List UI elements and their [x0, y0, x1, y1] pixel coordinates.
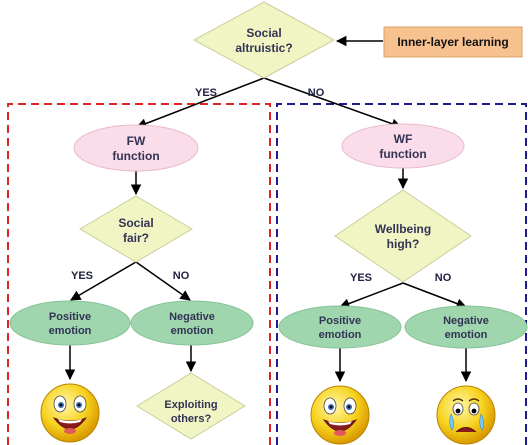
right-negative-emotion-line2: emotion [445, 329, 488, 341]
fw-function-line2: function [112, 149, 159, 163]
inner-layer-learning-label: Inner-layer learning [397, 35, 508, 49]
decision-social-altruistic: Social altruistic? [192, 1, 336, 79]
left-negative-emotion-node: Negative emotion [130, 300, 254, 346]
decision-exploiting-others-line2: others? [171, 413, 212, 425]
happy-face-icon [40, 383, 100, 443]
left-dashed-group [7, 103, 271, 445]
edge-wellbeing-to-positive [339, 282, 404, 309]
left-positive-emotion-line1: Positive [49, 311, 91, 323]
edge-altruistic-to-wf [263, 77, 402, 129]
decision-social-fair-line1: Social [118, 216, 153, 230]
edge-label-right-yes: YES [350, 272, 372, 284]
decision-wellbeing-high-line1: Wellbeing [375, 222, 431, 236]
edge-altruistic-to-fw [136, 77, 265, 129]
left-negative-emotion-line1: Negative [169, 311, 215, 323]
decision-social-altruistic-line2: altruistic? [235, 41, 292, 55]
decision-social-altruistic-line1: Social [246, 26, 281, 40]
decision-social-fair-line2: fair? [123, 231, 149, 245]
left-positive-emotion-node: Positive emotion [9, 300, 131, 346]
right-negative-emotion-line1: Negative [443, 315, 489, 327]
crying-face-icon [436, 385, 496, 445]
wf-function-node: WF function [341, 123, 465, 169]
edge-fair-to-positive [70, 261, 137, 301]
right-positive-emotion-line2: emotion [319, 329, 362, 341]
edge-label-left-no: NO [173, 270, 190, 282]
right-negative-emotion-node: Negative emotion [404, 305, 528, 349]
fw-function-node: FW function [73, 124, 199, 172]
left-positive-emotion-line2: emotion [49, 325, 92, 337]
edge-wellbeing-to-negative [402, 282, 467, 309]
fw-function-line1: FW [127, 134, 146, 148]
right-dashed-group [276, 103, 527, 445]
edge-label-top-no: NO [308, 87, 325, 99]
wf-function-line1: WF [394, 132, 413, 146]
right-positive-emotion-line1: Positive [319, 315, 361, 327]
edge-fair-to-negative [135, 261, 191, 301]
decision-social-fair: Social fair? [79, 195, 193, 263]
decision-exploiting-others: Exploiting others? [136, 372, 246, 440]
decision-wellbeing-high-line2: high? [387, 237, 420, 251]
right-happy-face-icon [310, 385, 370, 445]
decision-wellbeing-high: Wellbeing high? [334, 189, 472, 283]
inner-layer-learning-box: Inner-layer learning [383, 26, 523, 58]
edge-label-right-no: NO [435, 272, 452, 284]
left-negative-emotion-line2: emotion [171, 325, 214, 337]
edge-label-top-yes: YES [195, 87, 217, 99]
decision-exploiting-others-line1: Exploiting [164, 399, 217, 411]
edge-label-left-yes: YES [71, 270, 93, 282]
right-positive-emotion-node: Positive emotion [278, 305, 402, 349]
wf-function-line2: function [379, 147, 426, 161]
